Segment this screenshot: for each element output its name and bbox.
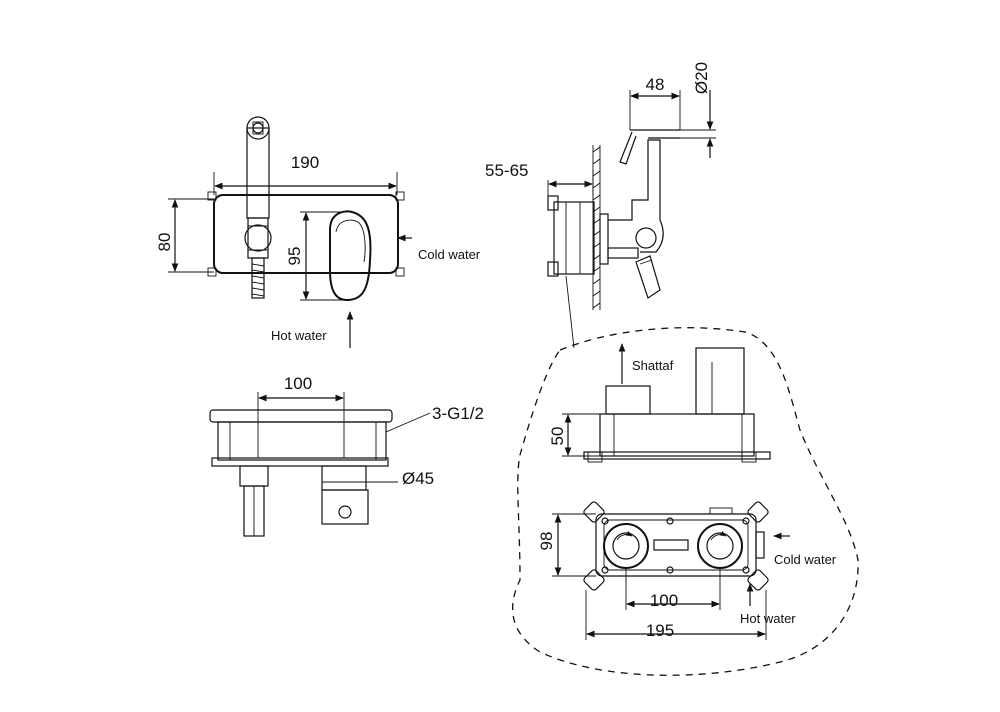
thread-dim: 3-G1/2	[432, 404, 484, 423]
detail-boundary	[511, 327, 859, 676]
valve-side-view: Shattaf 50	[548, 343, 771, 463]
holder-head	[246, 116, 270, 140]
side-depth-dim: 55-65	[485, 161, 528, 180]
shattaf-label: Shattaf	[632, 358, 674, 373]
holder-stem	[246, 127, 270, 219]
valve-side-body	[599, 413, 755, 457]
valve-front-view: 98 100 195 Cold water Hot water	[537, 501, 837, 640]
valve-cold-label: Cold water	[774, 552, 837, 567]
valve-width-dim: 195	[646, 621, 674, 640]
front-height-dim: 80	[155, 233, 174, 252]
side-valve-body	[553, 201, 595, 275]
top-handle	[321, 489, 369, 525]
front-view: 190 80 95 Cold water Hot water	[155, 116, 481, 348]
top-view: 100 3-G1/2 Ø45	[209, 374, 484, 537]
mixer-port	[697, 523, 743, 569]
shattaf-port	[603, 523, 649, 569]
spout-dim: 48	[646, 75, 665, 94]
front-width-dim: 190	[291, 153, 319, 172]
top-body	[217, 421, 387, 461]
front-hot-label: Hot water	[271, 328, 327, 343]
top-center-dim: 100	[284, 374, 312, 393]
valve-center-dim: 100	[650, 591, 678, 610]
valve-front-height-dim: 98	[537, 532, 556, 551]
valve-cartridge	[695, 347, 745, 415]
side-lever	[635, 255, 661, 299]
top-diameter-dim: Ø45	[402, 469, 434, 488]
side-view: 55-65 48 Ø20	[485, 62, 716, 349]
lever-handle	[329, 210, 372, 302]
front-cold-label: Cold water	[418, 247, 481, 262]
lever-height-dim: 95	[285, 247, 304, 266]
side-diameter-dim: Ø20	[692, 62, 711, 94]
valve-hot-label: Hot water	[740, 611, 796, 626]
valve-side-height-dim: 50	[548, 427, 567, 446]
